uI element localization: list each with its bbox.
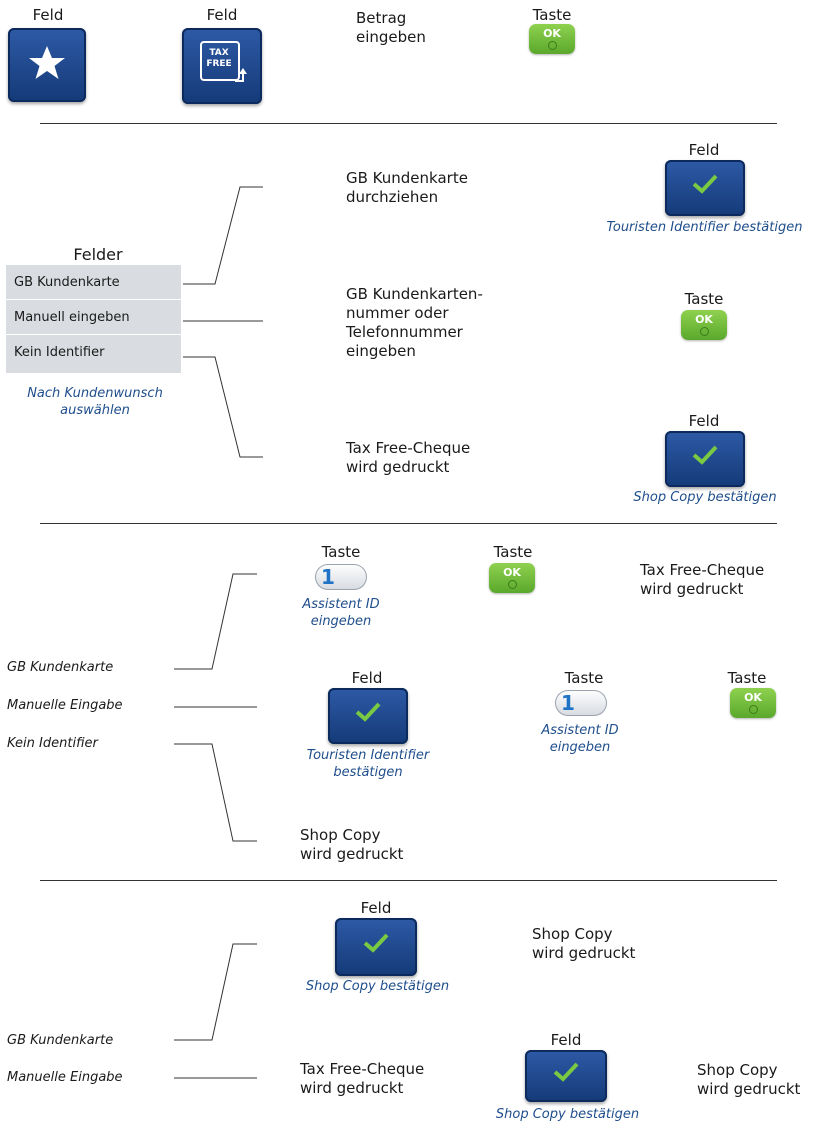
assistent-caption: Assistent ID eingeben <box>541 723 619 755</box>
menu-item-kein-identifier[interactable]: Kein Identifier <box>14 345 105 360</box>
option-label: GB Kundenkarte <box>7 1033 114 1048</box>
confirm-field[interactable] <box>665 431 745 487</box>
shopcopy-text: Shop Copy wird gedruckt <box>697 1061 801 1098</box>
field-caption: Shop Copy bestätigen <box>495 1107 640 1122</box>
field-caption: Shop Copy bestätigen <box>633 490 777 505</box>
section-divider <box>40 880 777 881</box>
ok-key[interactable]: OK <box>730 688 776 718</box>
number-key[interactable]: 1 <box>315 564 367 590</box>
taste-label: Taste <box>532 6 572 24</box>
feld-label: Feld <box>688 412 720 430</box>
option-card-text: GB Kundenkarte durchziehen <box>346 169 468 206</box>
shopcopy-text: Shop Copy wird gedruckt <box>532 925 636 962</box>
star-field[interactable] <box>8 28 86 102</box>
confirm-field[interactable] <box>328 688 408 744</box>
section-divider <box>40 523 777 524</box>
feld-label: Feld <box>688 141 720 159</box>
ok-key-label: OK <box>744 691 762 704</box>
number-key-label: 1 <box>321 565 335 589</box>
checkmark-icon <box>692 174 718 194</box>
taste-label: Taste <box>684 290 724 308</box>
felder-title: Felder <box>73 245 123 264</box>
taste-label: Taste <box>493 543 533 561</box>
taxfree-text: Tax Free-Cheque wird gedruckt <box>300 1060 425 1097</box>
feld-label: Feld <box>550 1031 582 1049</box>
confirm-field[interactable] <box>335 918 417 976</box>
feld-label: Feld <box>351 669 383 687</box>
menu-item-manuell-eingeben[interactable]: Manuell eingeben <box>6 300 181 335</box>
shopcopy-text: Shop Copy wird gedruckt <box>300 826 404 863</box>
checkmark-icon <box>355 702 381 722</box>
option-none-text: Tax Free-Cheque wird gedruckt <box>346 439 471 476</box>
betrag-text: Betrag eingeben <box>356 9 426 46</box>
number-key-label: 1 <box>561 691 575 715</box>
ok-key[interactable]: OK <box>529 24 575 54</box>
checkmark-icon <box>692 445 718 465</box>
felder-menu: GB Kundenkarte Manuell eingeben Kein Ide… <box>6 265 181 373</box>
assistent-caption: Assistent ID eingeben <box>302 597 380 629</box>
taste-label: Taste <box>321 543 361 561</box>
ok-key[interactable]: OK <box>681 310 727 340</box>
arrow-icon <box>235 68 247 82</box>
ok-key-label: OK <box>695 313 713 326</box>
taste-label: Taste <box>727 669 767 687</box>
ok-key[interactable]: OK <box>489 563 535 593</box>
option-label: Kein Identifier <box>7 736 98 751</box>
confirm-field[interactable] <box>665 160 745 216</box>
feld-label: Feld <box>206 6 238 24</box>
checkmark-icon <box>553 1062 579 1082</box>
checkmark-icon <box>363 933 389 953</box>
feld-label: Feld <box>32 6 64 24</box>
star-icon <box>29 46 65 79</box>
section-divider <box>40 123 777 124</box>
taxfree-text: Tax Free-Cheque wird gedruckt <box>640 561 765 598</box>
taste-label: Taste <box>564 669 604 687</box>
option-label: Manuelle Eingabe <box>7 698 123 713</box>
field-caption: Touristen Identifier bestätigen <box>606 220 803 235</box>
tax-free-icon-text: TAX FREE <box>206 48 232 69</box>
option-label: GB Kundenkarte <box>7 660 114 675</box>
confirm-field[interactable] <box>525 1050 607 1102</box>
field-caption: Shop Copy bestätigen <box>305 979 450 994</box>
number-key[interactable]: 1 <box>555 690 607 716</box>
ok-key-label: OK <box>503 566 521 579</box>
tax-free-field[interactable]: TAX FREE <box>182 28 262 104</box>
feld-label: Feld <box>360 899 392 917</box>
field-caption: Touristen Identifier bestätigen <box>306 748 430 780</box>
menu-item-gb-kundenkarte[interactable]: GB Kundenkarte <box>6 265 181 300</box>
option-manual-text: GB Kundenkarten- nummer oder Telefonnumm… <box>346 285 483 360</box>
menu-caption: Nach Kundenwunsch auswählen <box>27 386 163 418</box>
ok-key-label: OK <box>543 27 561 40</box>
tax-free-icon: TAX FREE <box>200 41 240 81</box>
option-label: Manuelle Eingabe <box>7 1070 123 1085</box>
